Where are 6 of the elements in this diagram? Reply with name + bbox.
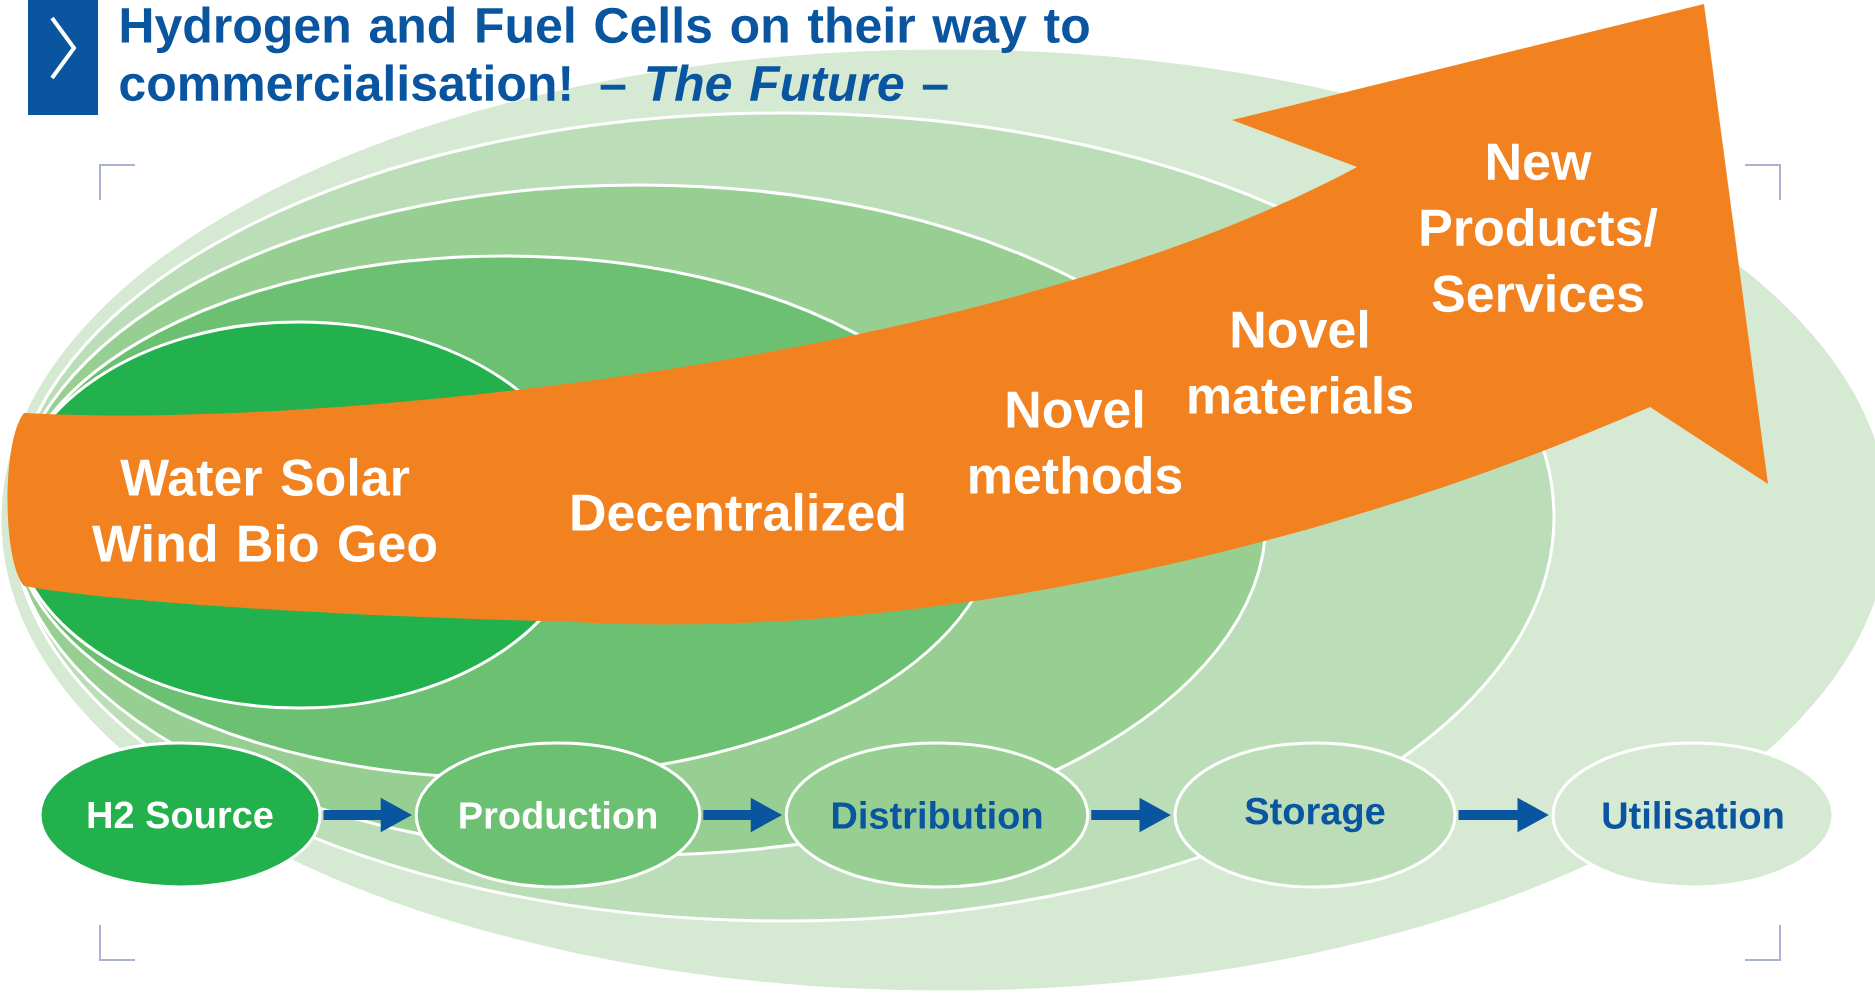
title: Hydrogen and Fuel Cells on their way to commercialisation! – The Future –	[120, 6, 1089, 102]
band-label: Decentralized	[572, 492, 904, 532]
band-label: Novel methods	[970, 389, 1182, 495]
band-label: Novel materials	[1189, 309, 1413, 415]
band-label: New Products/ Services	[1421, 143, 1658, 313]
band-label: Water Solar Wind Bio Geo	[92, 457, 437, 563]
